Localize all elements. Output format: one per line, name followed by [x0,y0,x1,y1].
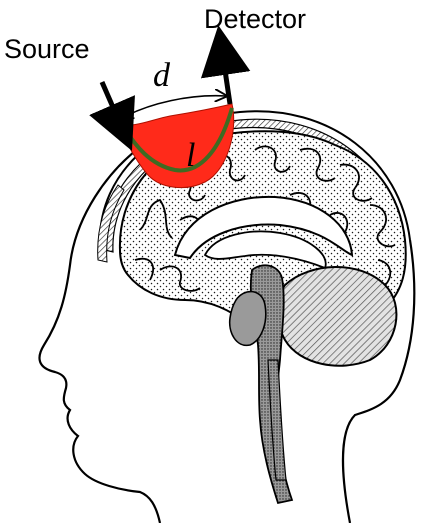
distance-label: d [153,57,171,94]
detector-label: Detector [204,4,306,34]
source-label: Source [4,34,90,64]
source-arrow-icon [102,82,122,128]
cerebellum [278,267,397,366]
path-length-label: l [186,137,195,174]
